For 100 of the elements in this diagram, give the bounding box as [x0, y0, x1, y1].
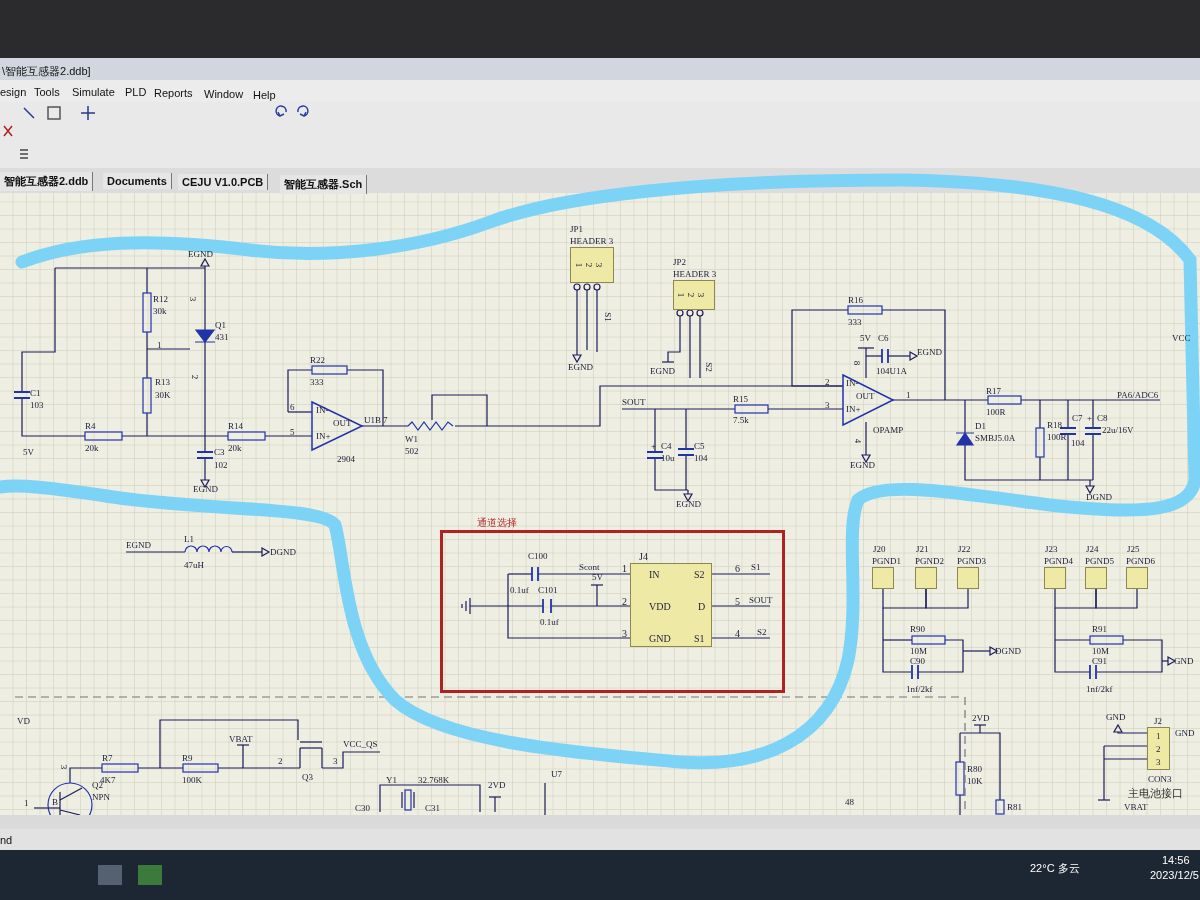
schematic-label: VBAT: [229, 734, 253, 744]
connection-wire: [925, 588, 969, 609]
schematic-label: R7: [102, 753, 113, 763]
schematic-label: DGND: [1086, 492, 1112, 502]
component-label: 1: [1156, 731, 1161, 741]
schematic-label: D1: [975, 421, 986, 431]
schematic-label: SOUT: [622, 397, 646, 407]
menu-item: esign: [0, 86, 27, 98]
schematic-label: 1: [157, 340, 162, 350]
schematic-label: 5V: [860, 333, 871, 343]
pin-number: 3: [696, 292, 707, 298]
schematic-label: 6: [290, 402, 295, 412]
schematic-label: C8: [1097, 413, 1108, 423]
component-label: 2: [1156, 744, 1161, 754]
taskbar-text: 22°C 多云: [1030, 861, 1080, 876]
schematic-label: C4: [661, 441, 672, 451]
schematic-label: SOUT: [749, 595, 773, 605]
schematic-label: 103: [30, 400, 44, 410]
schematic-label: IN-: [316, 405, 329, 415]
schematic-label: 1nf/2kf: [1086, 684, 1113, 694]
schematic-label: 102: [214, 460, 228, 470]
menu-item: Tools: [34, 86, 60, 98]
menu-item: Simulate: [72, 86, 115, 98]
schematic-label: R90: [910, 624, 925, 634]
schematic-label: 104: [694, 453, 708, 463]
document-tab: 智能互感器2.ddb: [0, 172, 94, 191]
document-tab: 智能互感器.Sch: [280, 175, 368, 194]
taskbar-text: 2023/12/5: [1150, 869, 1199, 881]
schematic-label: 32.768K: [418, 775, 450, 785]
schematic-label: 7.5k: [733, 415, 749, 425]
schematic-label: 30K: [155, 390, 171, 400]
schematic-label: EGND: [188, 249, 213, 259]
schematic-label: C91: [1092, 656, 1107, 666]
component-label: PGND6: [1126, 556, 1155, 566]
schematic-label: VBAT: [1124, 802, 1148, 812]
component-label: 4: [735, 628, 740, 639]
schematic-label: 1nf/2kf: [906, 684, 933, 694]
component-label: D: [698, 601, 706, 612]
component-label: GND: [649, 633, 671, 644]
component-label: 3: [622, 628, 627, 639]
schematic-label: 2904: [337, 454, 355, 464]
schematic-label: 431: [215, 332, 229, 342]
schematic-label: +: [651, 441, 657, 451]
schematic-label: Y1: [386, 775, 397, 785]
schematic-label: EGND: [650, 366, 675, 376]
component-label: PGND2: [915, 556, 944, 566]
component-label: GND: [1175, 728, 1195, 738]
schematic-label: EGND: [568, 362, 593, 372]
component-label: JP2: [673, 257, 686, 267]
menu-item: nd: [0, 834, 13, 846]
component-label: J21: [916, 544, 929, 554]
component-label: 3: [1156, 757, 1161, 767]
schematic-label: 4: [853, 438, 864, 444]
schematic-label: C6: [878, 333, 889, 343]
schematic-label: 333: [848, 317, 862, 327]
schematic-label: B: [52, 797, 58, 807]
schematic-label: DGND: [270, 547, 296, 557]
pin-number: 1: [676, 292, 687, 298]
schematic-label: 10K: [967, 776, 983, 786]
component-label: PGND5: [1085, 556, 1114, 566]
component-label: 5: [735, 596, 740, 607]
schematic-label: 104U1A: [876, 366, 907, 376]
schematic-label: Scont: [579, 562, 600, 572]
schematic-label: IN-: [846, 378, 859, 388]
schematic-label: C3: [214, 447, 225, 457]
schematic-label: R12: [153, 294, 168, 304]
schematic-label: R17: [986, 386, 1001, 396]
component-label: J20: [873, 544, 886, 554]
schematic-label: R13: [155, 377, 170, 387]
schematic-label: 5: [290, 427, 295, 437]
schematic-label: GND: [1174, 656, 1194, 666]
schematic-label: VCC_QS: [343, 739, 378, 749]
pin-number: 1: [574, 262, 585, 268]
schematic-label: 5V: [23, 447, 34, 457]
schematic-label: 3: [59, 764, 70, 770]
schematic-label: C5: [694, 441, 705, 451]
component-label: HEADER 3: [673, 269, 717, 279]
schematic-label: U1B: [364, 415, 381, 425]
schematic-label: 20k: [228, 443, 242, 453]
schematic-label: 3: [825, 400, 830, 410]
schematic-label: W1: [405, 434, 418, 444]
component-label: 通道选择: [477, 516, 517, 530]
schematic-label: 主电池接口: [1128, 786, 1183, 801]
schematic-label: 104: [1071, 438, 1085, 448]
taskbar-text: 14:56: [1162, 854, 1190, 866]
schematic-label: 48: [845, 797, 854, 807]
schematic-label: IN+: [846, 404, 861, 414]
schematic-label: C7: [1072, 413, 1083, 423]
schematic-label: OUT: [333, 418, 352, 428]
component-label: PGND1: [872, 556, 901, 566]
component-label: VDD: [649, 601, 671, 612]
window-title: \智能互感器2.ddb]: [2, 64, 91, 79]
schematic-label: 0.1uf: [510, 585, 529, 595]
connection-wire: [1095, 588, 1138, 609]
schematic-label: 333: [310, 377, 324, 387]
schematic-label: EGND: [850, 460, 875, 470]
schematic-label: OUT: [856, 391, 875, 401]
schematic-label: 2VD: [972, 713, 990, 723]
schematic-label: +: [1087, 413, 1093, 423]
connection-wire: [1054, 588, 1097, 609]
